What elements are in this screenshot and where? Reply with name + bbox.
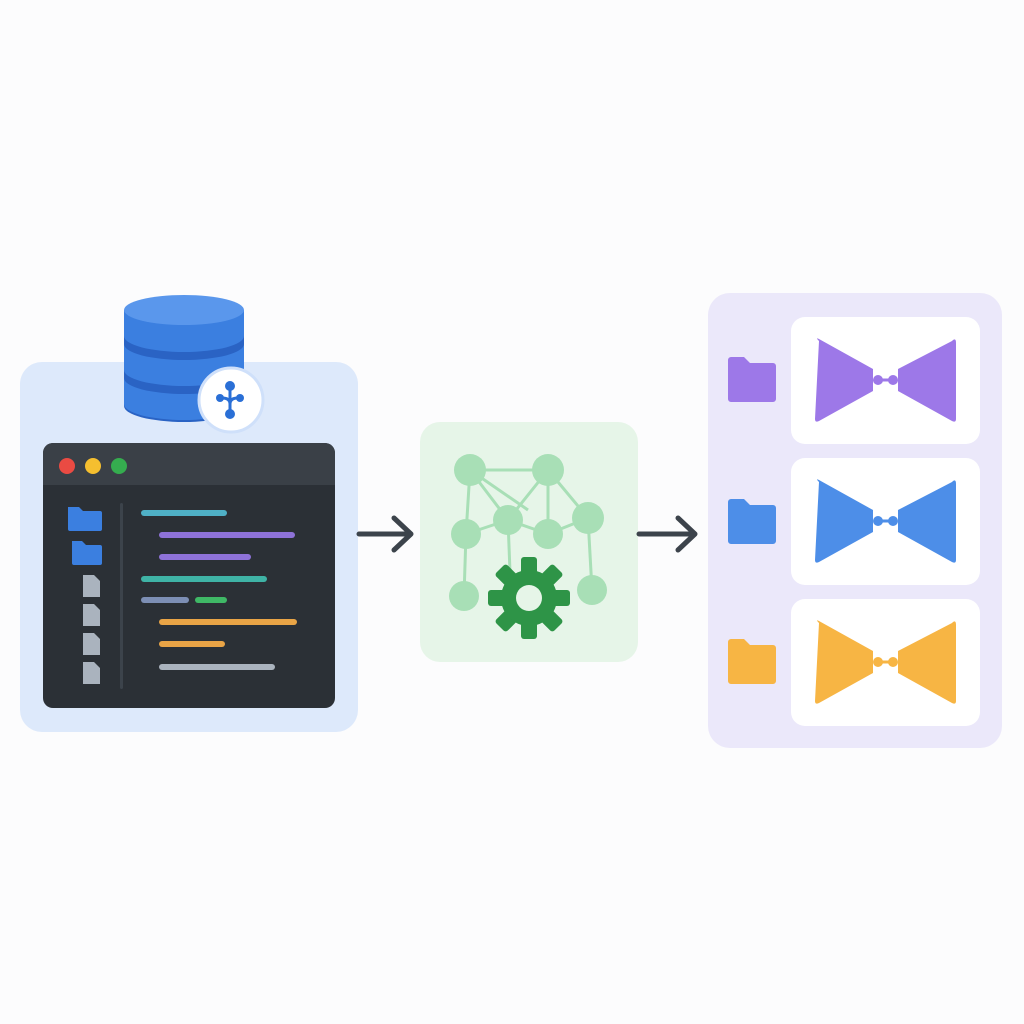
code-line (159, 641, 225, 647)
arrow-right-icon (356, 515, 414, 553)
folder-icon (728, 639, 776, 684)
model-card-blue (791, 458, 980, 585)
code-line (159, 664, 275, 670)
model-card-purple (791, 317, 980, 444)
neural-network-icon (449, 454, 607, 611)
code-line (141, 510, 227, 516)
bowtie-model-icon (815, 620, 956, 704)
file-icon (83, 633, 100, 655)
gear-icon (488, 557, 570, 639)
window-titlebar (43, 443, 335, 485)
code-line (159, 532, 295, 538)
code-line (141, 576, 267, 582)
code-editor-window (43, 443, 335, 708)
code-line (195, 597, 227, 603)
git-branch-icon (197, 366, 265, 434)
folder-icon (72, 541, 102, 565)
editor-divider (120, 503, 123, 689)
file-tree (68, 507, 102, 684)
file-icon (83, 662, 100, 684)
folder-icon (728, 357, 776, 402)
code-line (159, 554, 251, 560)
folder-icon (68, 507, 102, 531)
minimize-dot-icon (85, 458, 101, 474)
code-line (141, 597, 189, 603)
bowtie-model-icon (815, 338, 956, 422)
file-icon (83, 604, 100, 626)
model-card-orange (791, 599, 980, 726)
maximize-dot-icon (111, 458, 127, 474)
code-line (159, 619, 297, 625)
arrow-right-icon (636, 515, 698, 553)
close-dot-icon (59, 458, 75, 474)
bowtie-model-icon (815, 479, 956, 563)
folder-icon (728, 499, 776, 544)
file-icon (83, 575, 100, 597)
